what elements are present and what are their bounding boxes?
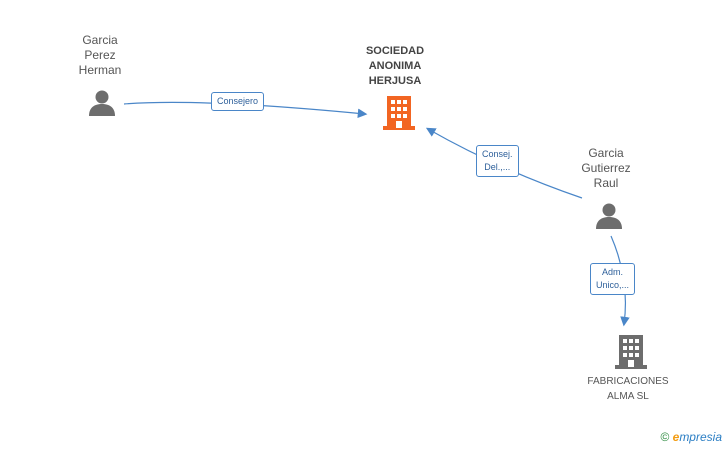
copyright-symbol: © [660, 430, 670, 444]
edge-label-consej-del[interactable]: Consej. Del.,... [476, 145, 519, 177]
company-name-fabricaciones-alma-sl[interactable]: FABRICACIONES ALMA SL [587, 376, 669, 402]
edge-label-adm-unico[interactable]: Adm. Unico,... [590, 263, 636, 295]
person-name-garcia-gutierrez-raul[interactable]: Garcia Gutierrez Raul [581, 146, 631, 190]
brand-initial: e [672, 430, 680, 444]
person-name-garcia-perez-herman[interactable]: Garcia Perez Herman [78, 33, 122, 77]
person-icon[interactable] [87, 88, 117, 118]
empresia-logo: © empresia [660, 430, 722, 444]
person-icon[interactable] [594, 201, 624, 231]
company-name-sociedad-anonima-herjusa[interactable]: SOCIEDAD ANONIMA HERJUSA [365, 45, 425, 87]
building-icon-highlighted[interactable] [383, 96, 415, 130]
edge-label-consejero[interactable]: Consejero [211, 92, 265, 111]
brand-name: mpresia [679, 430, 722, 444]
building-icon[interactable] [615, 335, 647, 369]
